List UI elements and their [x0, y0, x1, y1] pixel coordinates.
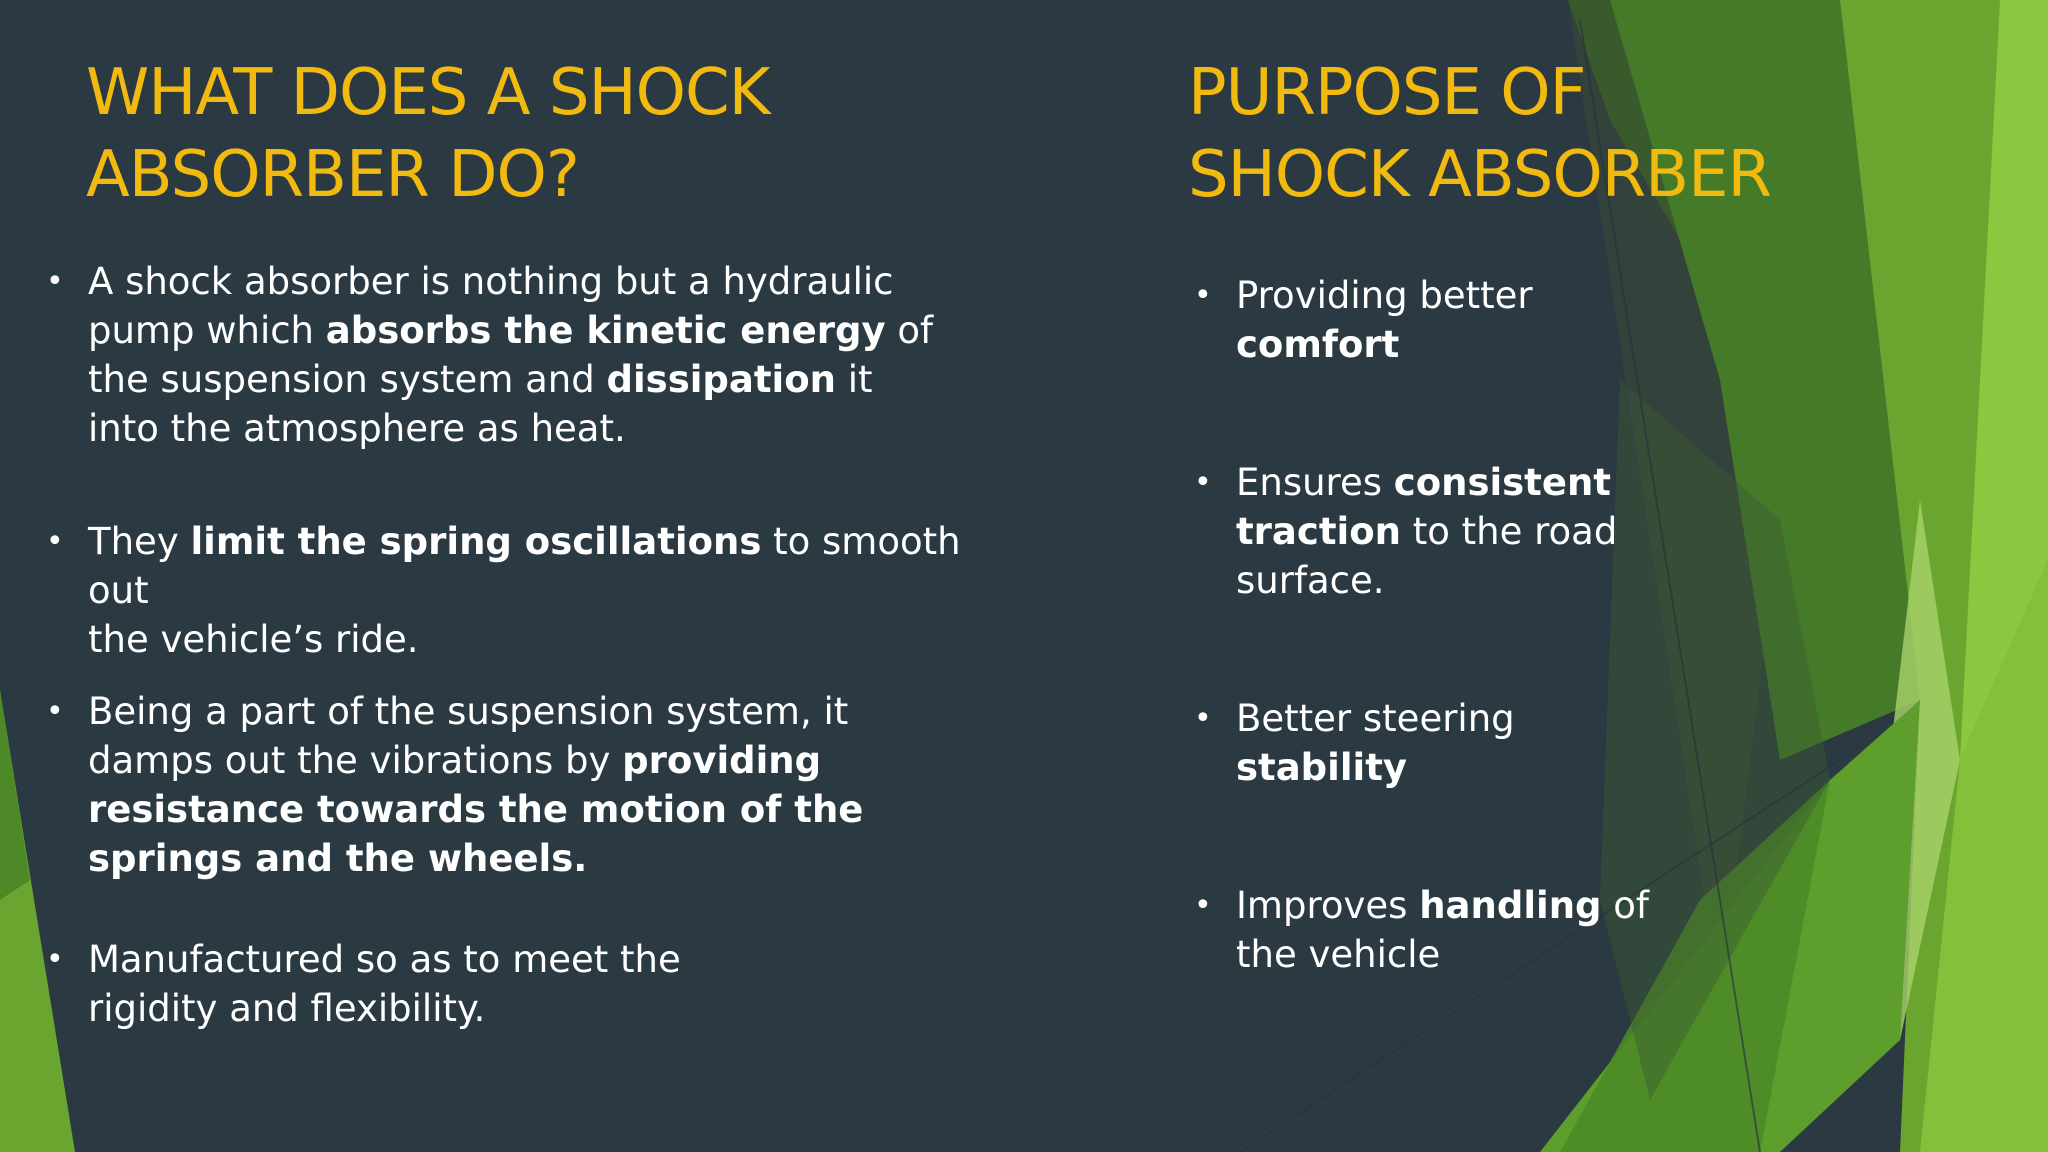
right-bullet-item: • Providing better comfort	[1194, 271, 1533, 369]
bullet-text: Better steering stability	[1236, 697, 1515, 789]
bullet-text: Being a part of the suspension system, i…	[88, 690, 863, 880]
bullet-text-run: A shock absorber is nothing but a hydrau…	[88, 260, 894, 352]
bullet-icon: •	[46, 524, 64, 559]
right-bullet-item: • Better steering stability	[1194, 694, 1515, 792]
left-bullet-item: • Being a part of the suspension system, …	[46, 687, 863, 883]
bullet-icon: •	[46, 264, 64, 299]
facet-bright-strip	[1960, 0, 2048, 760]
bullet-text: Providing better comfort	[1236, 274, 1533, 366]
bullet-text: They limit the spring oscillations to sm…	[88, 520, 961, 661]
bullet-text-emphasis: limit the spring oscillations	[190, 520, 762, 563]
bullet-text-emphasis: comfort	[1236, 323, 1400, 366]
bullet-text-emphasis: stability	[1236, 746, 1408, 789]
bullet-text: A shock absorber is nothing but a hydrau…	[88, 260, 933, 450]
bullet-text-emphasis: dissipation	[606, 358, 836, 401]
bullet-icon: •	[1194, 278, 1212, 313]
facet-line	[1579, 19, 1761, 1152]
facet-left-sliver	[0, 690, 75, 1152]
left-bullet-item: • They limit the spring oscillations to s…	[46, 517, 988, 664]
left-heading: WHAT DOES A SHOCK ABSORBER DO?	[86, 56, 771, 212]
bullet-text-run: Ensures	[1236, 461, 1394, 504]
bullet-text-run: Being a part of the suspension system, i…	[88, 690, 849, 782]
left-bullet-item: • A shock absorber is nothing but a hydra…	[46, 257, 933, 453]
bullet-icon: •	[46, 694, 64, 729]
bullet-text-run: Providing better	[1236, 274, 1533, 317]
bullet-text-run: Better steering	[1236, 697, 1515, 740]
right-heading: PURPOSE OF SHOCK ABSORBER	[1188, 56, 1772, 212]
bullet-icon: •	[1194, 701, 1212, 736]
facet-line	[1239, 759, 1841, 1152]
bullet-text-emphasis: handling	[1419, 884, 1602, 927]
facet-lower-light	[1920, 560, 2048, 1152]
bullet-text-run: Improves	[1236, 884, 1420, 927]
bullet-icon: •	[46, 942, 64, 977]
facet-left-sliver-dark	[0, 690, 30, 900]
bullet-icon: •	[1194, 888, 1212, 923]
bullet-text-run: They	[88, 520, 191, 563]
facet-shadow-wedge	[1600, 380, 1830, 1100]
bullet-icon: •	[1194, 465, 1212, 500]
facet-lower-dark	[1560, 780, 1830, 1152]
bullet-text-emphasis: absorbs the kinetic energy	[325, 309, 886, 352]
facet-dark-green	[1610, 0, 1920, 760]
